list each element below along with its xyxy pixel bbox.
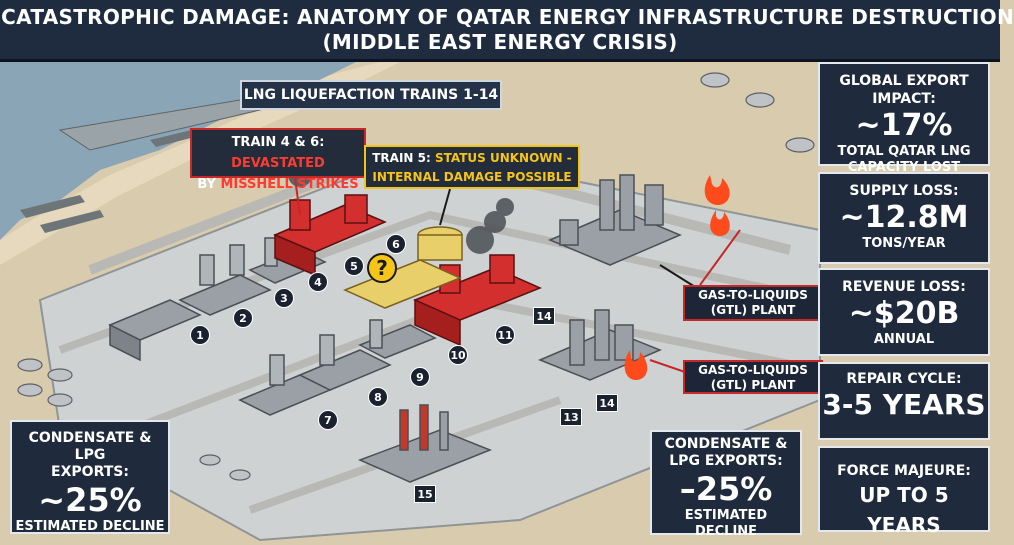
callout-line-train5 [439,188,451,226]
stat-value: UP TO 5 YEARS [859,483,949,537]
condensate-label: LPG EXPORTS: [669,453,783,469]
condensate-value: –25% [679,470,773,508]
gtl-label-line2: (GTL) PLANT [710,303,796,317]
unknown-train-5 [343,226,463,309]
train-5-status: STATUS UNKNOWN - [434,151,572,165]
condensate-sub: ESTIMATED DECLINE [15,519,165,534]
stat-value: ~12.8M [839,200,969,235]
stat-value: ~$20B [848,296,960,331]
stat-label: SUPPLY LOSS: [849,183,959,199]
condensate-sub: ESTIMATED DECLINE [684,508,768,539]
stat-sub: TOTAL QATAR LNG [837,144,971,159]
lng-train-gray [108,237,327,362]
stat-value: 3-5 YEARS [822,388,986,421]
stat-force-majeure: FORCE MAJEURE: UP TO 5 YEARS [818,446,990,537]
stat-label: REVENUE LOSS: [842,279,966,295]
train-marker: 1 [190,325,210,345]
train-marker: 7 [318,410,338,430]
refinery [358,404,493,483]
facility-marker: 14 [596,394,618,412]
stat-repair-cycle: REPAIR CYCLE: 3-5 YEARS [818,362,990,440]
stat-value: ~17% [855,108,953,143]
train-marker: 6 [386,234,406,254]
condensate-label: EXPORTS: [51,464,129,480]
gtl-plant-label: GAS-TO-LIQUIDS (GTL) PLANT [683,285,823,321]
train-marker: 5 [344,256,364,276]
train-5-callout: TRAIN 5: STATUS UNKNOWN - INTERNAL DAMAG… [364,145,580,189]
stat-sub: TONS/YEAR [862,236,946,251]
road [58,210,821,354]
gtl-plant-label: GAS-TO-LIQUIDS (GTL) PLANT [683,360,823,394]
storage-tanks [17,72,815,481]
train-4-6-cause: MISSHELL STRIKES [220,177,359,192]
train-4-6-status: DEVASTATED [231,156,325,171]
condensate-lpg-box: CONDENSATE & LPG EXPORTS: –25% ESTIMATED… [650,430,802,539]
ship-icon [20,195,85,218]
train-marker: 4 [308,272,328,292]
page-header: ‘ CATASTROPHIC DAMAGE: ANATOMY OF QATAR … [0,0,1014,62]
lng-train-gray [238,319,437,416]
condensate-lpg-box: CONDENSATE & LPG EXPORTS: ~25% ESTIMATED… [10,420,170,534]
ship-icon [40,210,104,233]
train-marker: 11 [495,325,515,345]
stat-label: GLOBAL EXPORT IMPACT: [839,73,969,107]
stat-sub: CAPACITY LOST [847,160,961,175]
train-marker: 3 [274,288,294,308]
damaged-train-4-6 [273,194,387,277]
page-title: ‘ CATASTROPHIC DAMAGE: ANATOMY OF QATAR … [0,4,1014,29]
callout-lines [294,177,741,373]
train-marker: 8 [368,387,388,407]
stat-label: FORCE MAJEURE: [837,463,971,479]
stat-sub: ANNUAL [873,332,935,347]
gtl-label-line2: (GTL) PLANT [710,378,796,392]
condensate-label: CONDENSATE & [664,436,788,452]
facility-marker: 15 [414,485,436,503]
facility-marker: 13 [560,408,582,426]
stat-revenue-loss: REVENUE LOSS: ~$20B ANNUAL [818,268,990,356]
page-subtitle: (MIDDLE EAST ENERGY CRISIS) [322,29,678,54]
pier [58,99,262,151]
sea-area [0,60,360,240]
train-5-detail: INTERNAL DAMAGE POSSIBLE [372,170,572,184]
lng-trains-banner: LNG LIQUEFACTION TRAINS 1-14 [240,80,502,110]
facility-marker: 14 [533,307,555,325]
train-4-6-callout: TRAIN 4 & 6: DEVASTATED BY MISSHELL STRI… [190,128,366,192]
train-5-prefix: TRAIN 5: [372,151,435,165]
fire-icon [624,175,730,380]
train-marker: 2 [233,308,253,328]
train-4-6-by: BY [197,177,221,192]
gtl-plant [548,174,682,266]
question-mark-icon: ? [367,253,397,283]
gtl-label-line1: GAS-TO-LIQUIDS [698,363,808,377]
train-4-6-prefix: TRAIN 4 & 6: [231,135,325,150]
gtl-plant [538,309,662,381]
condensate-label: CONDENSATE & LPG [28,430,152,463]
damaged-train-10 [413,254,542,347]
stat-global-export-impact: GLOBAL EXPORT IMPACT: ~17% TOTAL QATAR L… [818,62,990,175]
condensate-value: ~25% [38,481,142,519]
train-marker: 10 [448,345,468,365]
stat-label: REPAIR CYCLE: [846,371,962,387]
gtl-label-line1: GAS-TO-LIQUIDS [698,288,808,302]
train-marker: 9 [410,367,430,387]
stat-supply-loss: SUPPLY LOSS: ~12.8M TONS/YEAR [818,172,990,264]
